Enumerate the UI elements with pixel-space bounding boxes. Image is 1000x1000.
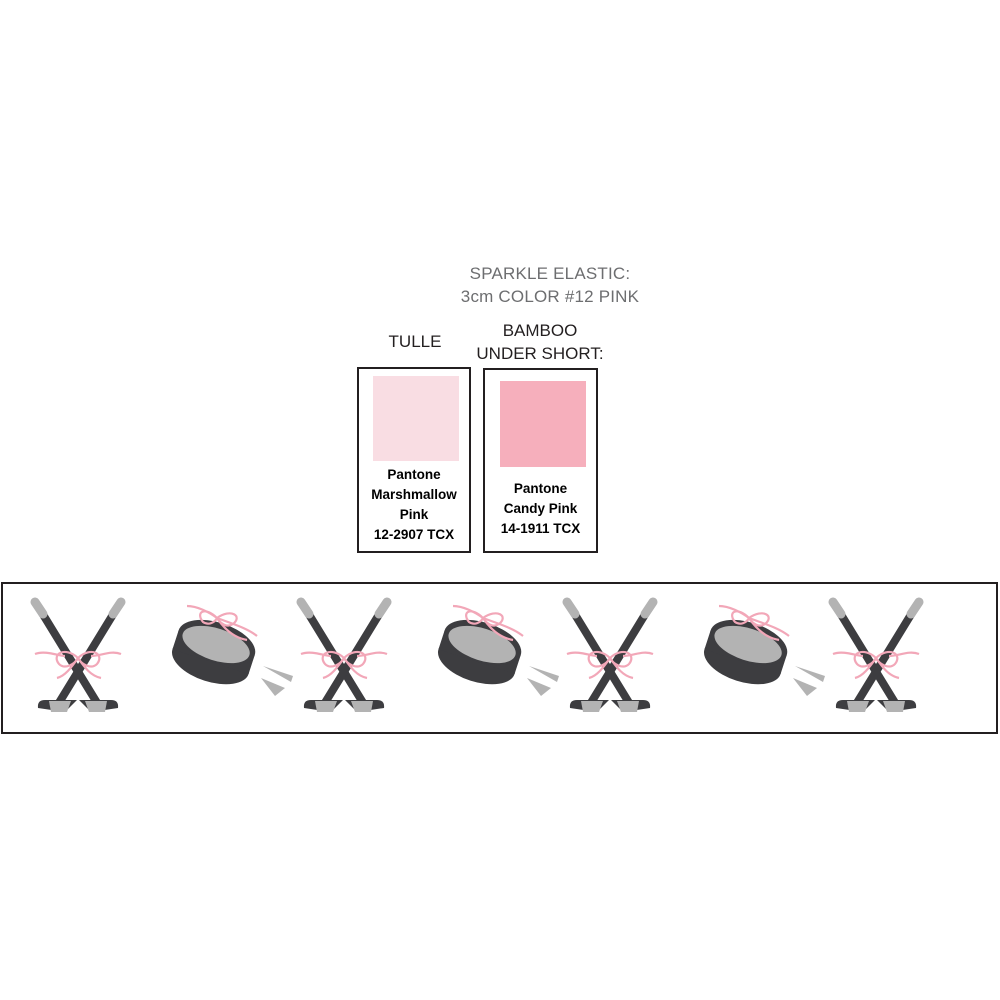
crossed-sticks-icon <box>30 597 126 712</box>
elastic-label-line2: 3cm COLOR #12 PINK <box>460 287 640 306</box>
tulle-line-3: Pink <box>399 507 429 522</box>
bamboo-color-swatch <box>500 381 586 467</box>
hockey-print-band <box>1 582 998 734</box>
bamboo-heading: BAMBOO UNDER SHORT: <box>460 319 620 365</box>
hockey-pattern <box>30 597 924 712</box>
tulle-heading: TULLE <box>388 332 442 351</box>
crossed-sticks-icon <box>562 597 658 712</box>
puck-icon <box>437 604 559 696</box>
tulle-color-swatch <box>373 376 459 461</box>
bamboo-pantone-text: Pantone Candy Pink 14-1911 TCX <box>485 479 596 539</box>
tulle-line-4: 12-2907 TCX <box>373 527 455 542</box>
bamboo-line-3: 14-1911 TCX <box>500 521 581 536</box>
bamboo-heading-line2: UNDER SHORT: <box>476 344 604 363</box>
bamboo-heading-line1: BAMBOO <box>502 321 578 340</box>
tulle-pantone-text: Pantone Marshmallow Pink 12-2907 TCX <box>359 465 469 545</box>
bamboo-swatch-card: Pantone Candy Pink 14-1911 TCX <box>483 368 598 553</box>
bamboo-line-1: Pantone <box>513 481 568 496</box>
tulle-line-1: Pantone <box>387 467 441 482</box>
puck-icon <box>171 604 293 696</box>
elastic-label-line1: SPARKLE ELASTIC: <box>469 264 631 283</box>
tulle-swatch-card: Pantone Marshmallow Pink 12-2907 TCX <box>357 367 471 553</box>
crossed-sticks-icon <box>828 597 924 712</box>
crossed-sticks-icon <box>296 597 392 712</box>
elastic-label: SPARKLE ELASTIC: 3cm COLOR #12 PINK <box>420 262 680 308</box>
puck-icon <box>703 604 825 696</box>
tulle-line-2: Marshmallow <box>371 487 457 502</box>
bamboo-line-2: Candy Pink <box>503 501 578 516</box>
